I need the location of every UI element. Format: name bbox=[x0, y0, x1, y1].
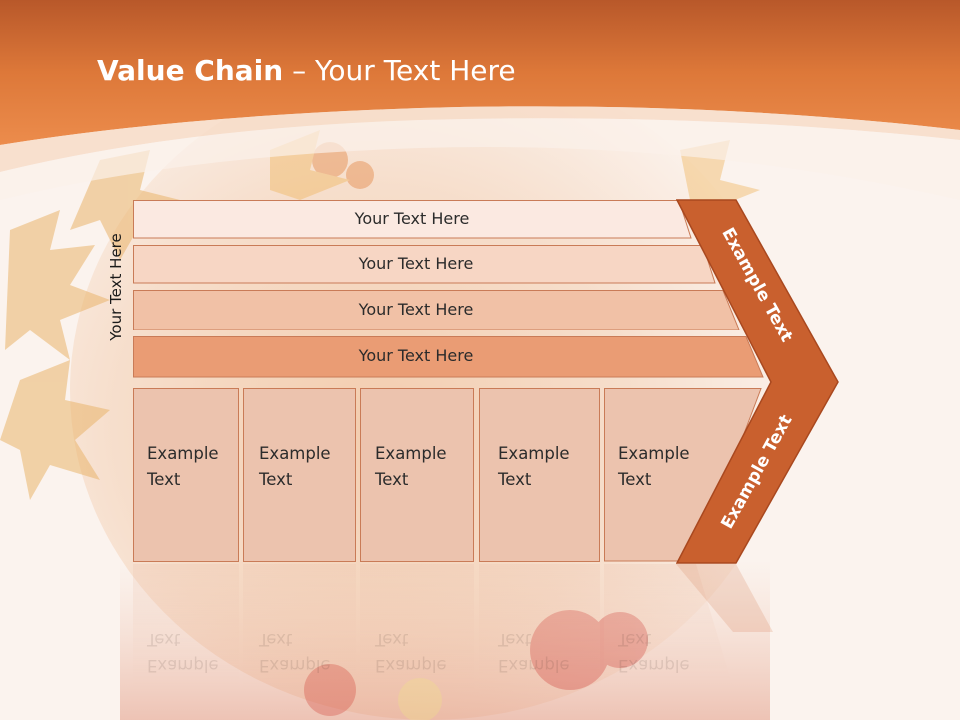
support-bar-3-label: Your Text Here bbox=[358, 300, 474, 319]
margin-chevron bbox=[676, 199, 839, 564]
support-bar-2: Your Text Here bbox=[133, 245, 733, 284]
title-bold: Value Chain bbox=[97, 54, 284, 87]
support-bar-2-label: Your Text Here bbox=[358, 254, 474, 273]
side-label: Your Text Here bbox=[107, 233, 125, 341]
support-bar-4: Your Text Here bbox=[133, 336, 773, 378]
support-bar-1-label: Your Text Here bbox=[354, 209, 470, 228]
support-bar-4-label: Your Text Here bbox=[358, 346, 474, 365]
support-bar-3: Your Text Here bbox=[133, 290, 753, 330]
support-bar-1: Your Text Here bbox=[133, 200, 733, 239]
title-rest: – Your Text Here bbox=[283, 54, 516, 87]
page-title: Value Chain – Your Text Here bbox=[97, 54, 516, 87]
